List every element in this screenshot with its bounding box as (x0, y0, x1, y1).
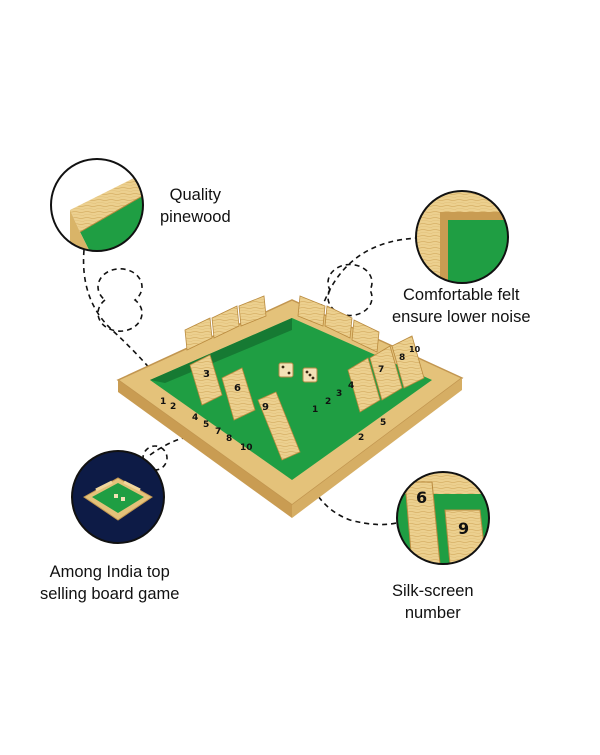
callout-line: number (404, 604, 461, 622)
svg-text:9: 9 (262, 402, 269, 413)
center-flap (257, 391, 301, 461)
wood-corner-icon (50, 158, 144, 252)
svg-text:10: 10 (240, 443, 253, 453)
front-right-counters: 12 34 25 (312, 381, 386, 443)
svg-text:5: 5 (380, 418, 386, 428)
svg-text:7: 7 (378, 365, 384, 375)
callout-line: Comfortable felt (403, 286, 520, 304)
svg-text:9: 9 (458, 519, 469, 538)
callout-silk-screen: Silk-screen number (392, 580, 474, 624)
loop-wood (97, 268, 143, 332)
svg-text:4: 4 (192, 413, 198, 423)
svg-text:6: 6 (416, 488, 427, 507)
right-flaps: 7 8 10 (347, 335, 425, 413)
felt-corner-icon (415, 190, 509, 284)
callout-line: Silk-screen (392, 582, 474, 600)
svg-text:3: 3 (336, 389, 342, 399)
callout-line: ensure lower noise (392, 308, 531, 326)
svg-text:2: 2 (325, 397, 331, 407)
dice (278, 362, 318, 383)
callout-line: selling board game (40, 585, 180, 603)
svg-text:5: 5 (203, 420, 209, 430)
callout-line: pinewood (160, 208, 231, 226)
callout-line: Among India top (49, 563, 170, 581)
die-1 (278, 362, 294, 378)
loop-felt (327, 263, 373, 317)
svg-text:10: 10 (409, 345, 421, 354)
connector-numbers (302, 454, 401, 526)
svg-text:3: 3 (203, 369, 210, 380)
callout-bestseller: Among India top selling board game (40, 561, 179, 605)
svg-text:1: 1 (160, 397, 166, 407)
svg-text:8: 8 (226, 434, 232, 444)
callout-line: Quality (169, 186, 221, 204)
svg-text:2: 2 (170, 402, 176, 412)
numbered-tile-icon: 6 9 (396, 471, 490, 565)
callout-felt: Comfortable felt ensure lower noise (392, 284, 531, 328)
svg-text:4: 4 (348, 381, 354, 391)
back-flaps (184, 295, 380, 353)
left-flaps: 3 6 (189, 354, 256, 421)
svg-text:7: 7 (215, 427, 221, 437)
svg-text:8: 8 (399, 353, 405, 363)
callout-quality-pinewood: Quality pinewood (160, 184, 231, 228)
svg-text:2: 2 (358, 433, 364, 443)
board-thumbnail-icon (71, 450, 165, 544)
svg-text:6: 6 (234, 383, 241, 394)
svg-text:1: 1 (312, 405, 318, 415)
